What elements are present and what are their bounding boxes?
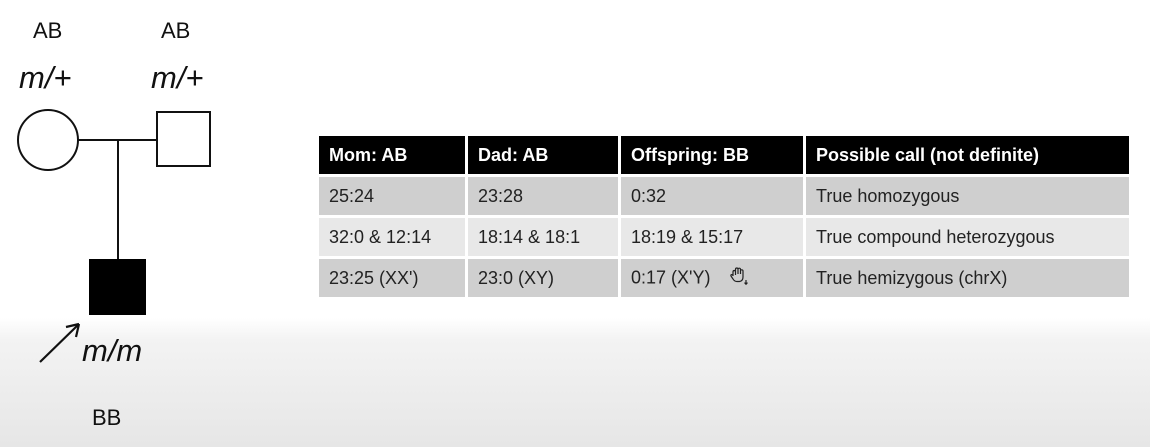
cell-mom: 25:24 xyxy=(319,177,465,215)
hand-cursor-icon xyxy=(728,266,750,291)
header-possible-call: Possible call (not definite) xyxy=(806,136,1129,174)
cell-call: True compound heterozygous xyxy=(806,218,1129,256)
table-row: 25:24 23:28 0:32 True homozygous xyxy=(319,177,1129,215)
table-row: 23:25 (XX') 23:0 (XY) 0:17 (X'Y) True he… xyxy=(319,259,1129,297)
table-header-row: Mom: AB Dad: AB Offspring: BB Possible c… xyxy=(319,136,1129,174)
cell-call: True homozygous xyxy=(806,177,1129,215)
cell-dad: 23:28 xyxy=(468,177,618,215)
cell-offspring: 0:17 (X'Y) xyxy=(621,259,803,297)
mother-symbol xyxy=(17,109,79,171)
mother-genotype-label: m/+ xyxy=(19,60,72,95)
cell-offspring-text: 0:17 (X'Y) xyxy=(631,266,711,287)
table-row: 32:0 & 12:14 18:14 & 18:1 18:19 & 15:17 … xyxy=(319,218,1129,256)
header-offspring: Offspring: BB xyxy=(621,136,803,174)
pedigree-diagram xyxy=(17,109,211,363)
cell-call: True hemizygous (chrX) xyxy=(806,259,1129,297)
cell-dad: 18:14 & 18:1 xyxy=(468,218,618,256)
proband-symbol xyxy=(89,259,146,315)
cell-dad: 23:0 (XY) xyxy=(468,259,618,297)
father-symbol xyxy=(156,111,211,167)
mother-allele-label: AB xyxy=(33,18,63,43)
header-dad: Dad: AB xyxy=(468,136,618,174)
proband-genotype-label: m/m xyxy=(82,333,143,368)
cell-offspring: 18:19 & 15:17 xyxy=(621,218,803,256)
father-genotype-label: m/+ xyxy=(151,60,204,95)
proband-arrow-icon xyxy=(39,322,81,363)
variant-call-table: Mom: AB Dad: AB Offspring: BB Possible c… xyxy=(316,133,1132,300)
header-mom: Mom: AB xyxy=(319,136,465,174)
cell-offspring: 0:32 xyxy=(621,177,803,215)
proband-allele-label: BB xyxy=(92,405,122,430)
cell-mom: 23:25 (XX') xyxy=(319,259,465,297)
father-allele-label: AB xyxy=(161,18,191,43)
cell-mom: 32:0 & 12:14 xyxy=(319,218,465,256)
